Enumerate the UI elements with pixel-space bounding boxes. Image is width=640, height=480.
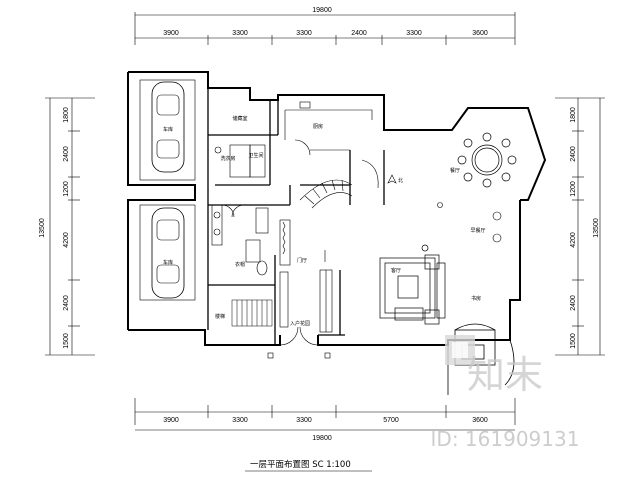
right-total-dimension: 13500 <box>593 218 600 238</box>
stair-label: 楼梯 <box>215 313 225 320</box>
car-2 <box>151 207 185 299</box>
living-label: 客厅 <box>391 267 401 274</box>
right-dimension-2: 2400 <box>570 146 577 162</box>
left-dimension-chain <box>45 97 95 356</box>
bottom-total-dimension: 19800 <box>312 435 332 442</box>
top-dimension-2: 3300 <box>232 30 248 37</box>
bottom-dimension-5: 3600 <box>472 417 488 424</box>
hall-label: 门厅 <box>297 257 307 264</box>
entry-doors <box>221 204 331 359</box>
top-total-dimension: 19800 <box>312 7 332 14</box>
north-arrow-label: 北 <box>398 177 403 184</box>
top-dimension-5: 3300 <box>406 30 422 37</box>
left-total-dimension: 13500 <box>39 218 46 238</box>
bottom-dimension-1: 3900 <box>163 417 179 424</box>
bath-label: 卫生间 <box>248 152 263 159</box>
closet-label: 衣帽 <box>235 261 245 268</box>
top-dimension-6: 3600 <box>472 30 488 37</box>
left-dimension-4: 4200 <box>63 232 70 248</box>
bottom-dimension-2: 3300 <box>232 417 248 424</box>
hall-fixtures <box>279 219 333 333</box>
left-dimension-5: 2400 <box>63 295 70 311</box>
dining-label: 餐厅 <box>450 167 460 174</box>
left-dimension-1: 1800 <box>63 107 70 123</box>
watermark-brand: 知末 <box>467 353 543 397</box>
storage-label: 储藏室 <box>232 115 247 122</box>
car-1 <box>151 81 185 173</box>
top-dimension-4: 2400 <box>351 30 367 37</box>
top-dimension-chain <box>134 12 516 45</box>
right-dimension-3: 1200 <box>570 181 577 197</box>
right-dimension-4: 4200 <box>570 232 577 248</box>
top-dimension-1: 3900 <box>163 30 179 37</box>
left-dimension-6: 1500 <box>63 333 70 349</box>
laundry-label: 洗衣房 <box>220 155 235 162</box>
right-dimension-6: 1500 <box>570 333 577 349</box>
living-furniture <box>379 244 446 325</box>
left-dimension-3: 1200 <box>63 181 70 197</box>
breakfast-label: 早餐厅 <box>470 227 485 234</box>
drawing-title: 一层平面布置图 SC 1:100 <box>250 459 351 470</box>
right-dimension-5: 2400 <box>570 295 577 311</box>
bottom-dimension-4: 5700 <box>383 417 399 424</box>
top-dimension-3: 3300 <box>296 30 312 37</box>
watermark-logo <box>445 335 475 365</box>
bath-fixtures <box>211 144 269 276</box>
left-dimension-2: 2400 <box>63 146 70 162</box>
north-arrow-icon <box>387 174 397 184</box>
right-dimension-chain <box>555 97 605 356</box>
bottom-dimension-chain <box>134 398 516 431</box>
dining-table <box>457 132 517 188</box>
kitchen-label: 厨房 <box>313 123 323 130</box>
study-label: 书房 <box>471 295 481 302</box>
stair-lower-left <box>231 299 273 327</box>
garage-2 <box>139 204 196 301</box>
interior-walls <box>207 88 385 345</box>
garage-2-label: 车库 <box>163 259 173 266</box>
kitchen-fixtures <box>284 101 373 156</box>
exterior-walls <box>127 71 547 346</box>
bottom-dimension-3: 3300 <box>296 417 312 424</box>
garage-1 <box>139 79 196 181</box>
watermark-id: ID: 161909131 <box>431 427 580 451</box>
breakfast-area <box>437 202 502 243</box>
right-dimension-1: 1800 <box>570 107 577 123</box>
curved-stair <box>299 159 379 209</box>
entry-label: 入户花园 <box>290 320 310 327</box>
garage-1-label: 车库 <box>163 126 173 133</box>
